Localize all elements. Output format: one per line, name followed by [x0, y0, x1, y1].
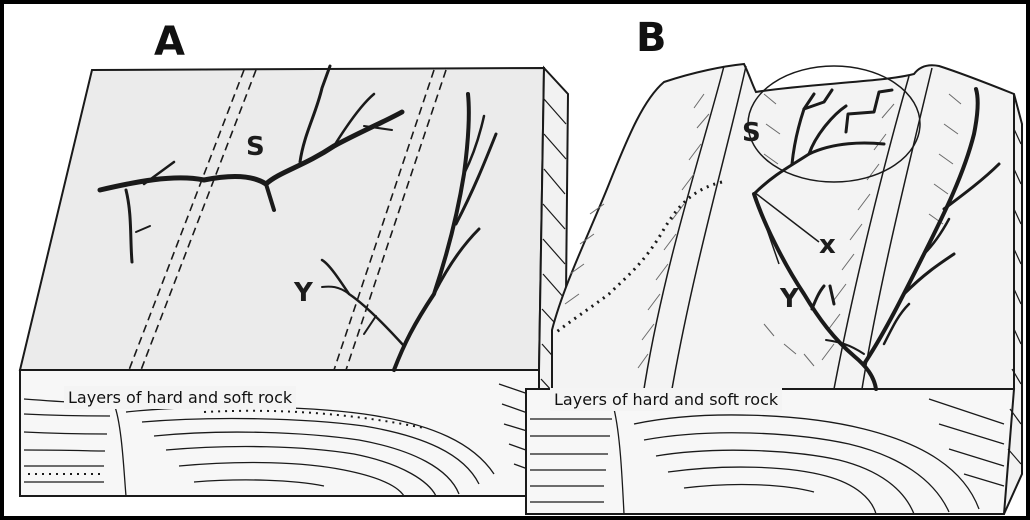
- panel-a-mark-s: S: [246, 134, 265, 160]
- panel-b-mark-x: x: [819, 232, 836, 258]
- panel-label-a: A: [154, 22, 185, 62]
- panel-label-b: B: [636, 18, 667, 58]
- panel-a-mark-y: Y: [294, 280, 313, 306]
- panel-b-mark-s: S: [742, 120, 761, 146]
- panel-b-mark-y: Y: [780, 286, 799, 312]
- panel-a-caption: Layers of hard and soft rock: [64, 386, 296, 409]
- panel-b-caption: Layers of hard and soft rock: [550, 388, 782, 411]
- block-a-top-surface: [20, 68, 544, 370]
- block-b: [526, 64, 1022, 514]
- diagram-canvas: [4, 4, 1026, 516]
